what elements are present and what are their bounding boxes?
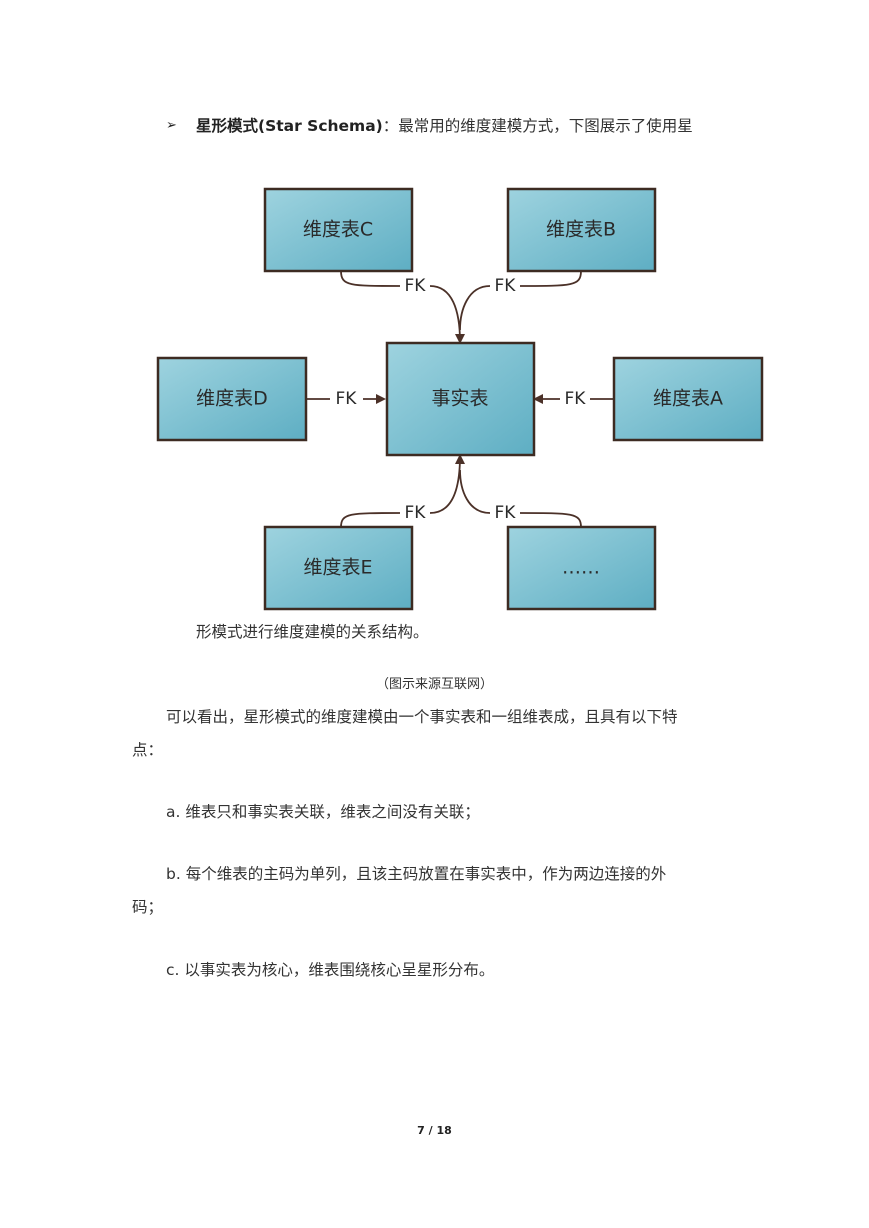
dim-table-c-label: 维度表C [303,219,373,241]
fk-label: FK [565,389,587,409]
intro-continuation: 形模式进行维度建模的关系结构。 [196,623,429,641]
dim-table-more-label: …… [562,557,600,579]
fk-label: FK [405,276,427,296]
fk-label: FK [495,503,517,523]
dim-table-c-box [263,187,414,273]
dim-table-d-box [156,356,308,442]
figure-caption: （图示来源互联网） [375,677,493,692]
page-number: 7 / 18 [417,1124,452,1137]
connector-e [340,512,401,528]
dim-table-b-box [506,187,657,273]
intro-rest: ：最常用的维度建模方式，下图展示了使用星 [382,117,693,135]
connector-c [340,270,401,287]
dim-table-d-label: 维度表D [196,388,268,410]
fact-table-label: 事实表 [431,388,488,410]
list-item-b-line2: 码； [132,898,164,916]
dim-table-b-label: 维度表B [546,219,616,241]
fk-label: FK [336,389,358,409]
dim-table-more-box [506,525,657,611]
dim-table-e-label: 维度表E [303,557,372,579]
fact-table-box [385,341,536,457]
connector-bottom [429,454,465,514]
connector-more [519,512,582,528]
connector-b [519,270,582,287]
fk-label: FK [495,276,517,296]
dim-table-a-label: 维度表A [653,388,723,410]
intro-term: 星形模式(Star Schema) [196,117,383,135]
bullet-arrow-icon: ➢ [166,118,177,133]
dim-table-e-box [263,525,414,611]
para1-line1: 可以看出，星形模式的维度建模由一个事实表和一组维表成，且具有以下特 [166,708,678,726]
connector-top [429,285,465,344]
intro-line: 星形模式(Star Schema)：最常用的维度建模方式，下图展示了使用星 [196,116,693,136]
list-item-a: a. 维表只和事实表关联，维表之间没有关联； [166,803,480,821]
para1-line2: 点： [132,741,164,759]
list-item-c: c. 以事实表为核心，维表围绕核心呈星形分布。 [166,961,495,979]
dim-table-a-box [612,356,764,442]
fk-label: FK [405,503,427,523]
list-item-b-line1: b. 每个维表的主码为单列，且该主码放置在事实表中，作为两边连接的外 [166,865,667,883]
